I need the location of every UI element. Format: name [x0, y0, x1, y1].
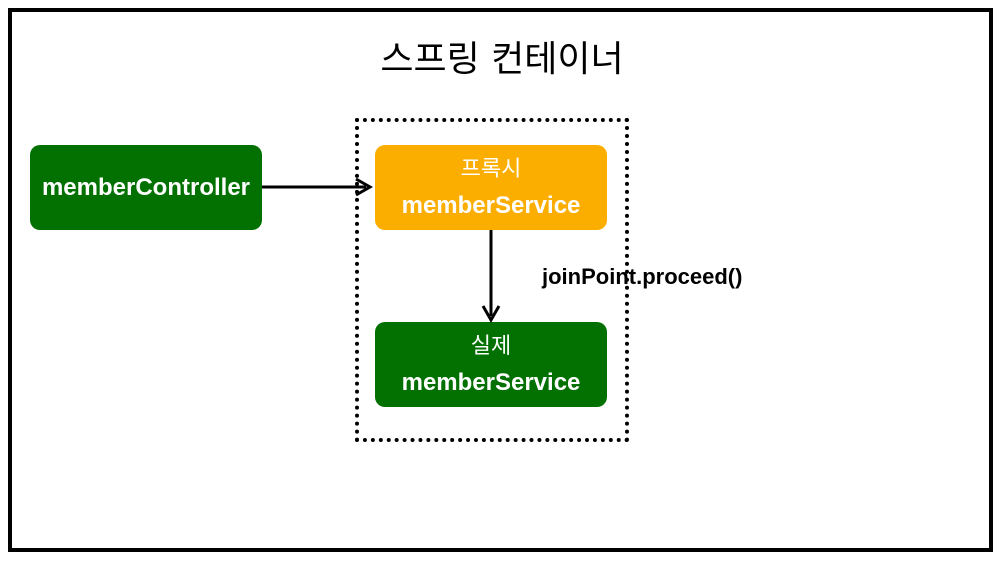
member-controller-label: memberController	[41, 173, 251, 201]
proxy-label: 프록시	[460, 156, 522, 182]
proxy-service-label: memberService	[401, 191, 581, 219]
real-member-service-node: 실제 memberService	[375, 322, 607, 407]
proxy-to-real-arrow	[481, 230, 501, 324]
real-service-label: memberService	[401, 368, 581, 396]
spring-container-frame	[8, 8, 993, 552]
diagram-title: 스프링 컨테이너	[380, 39, 624, 80]
proxy-member-service-node: 프록시 memberService	[375, 145, 607, 230]
controller-to-proxy-arrow	[262, 177, 374, 197]
real-label: 실제	[470, 333, 512, 359]
proceed-edge-label: joinPoint.proceed()	[542, 264, 743, 289]
member-controller-node: memberController	[30, 145, 262, 230]
proxy-boundary	[355, 118, 629, 442]
